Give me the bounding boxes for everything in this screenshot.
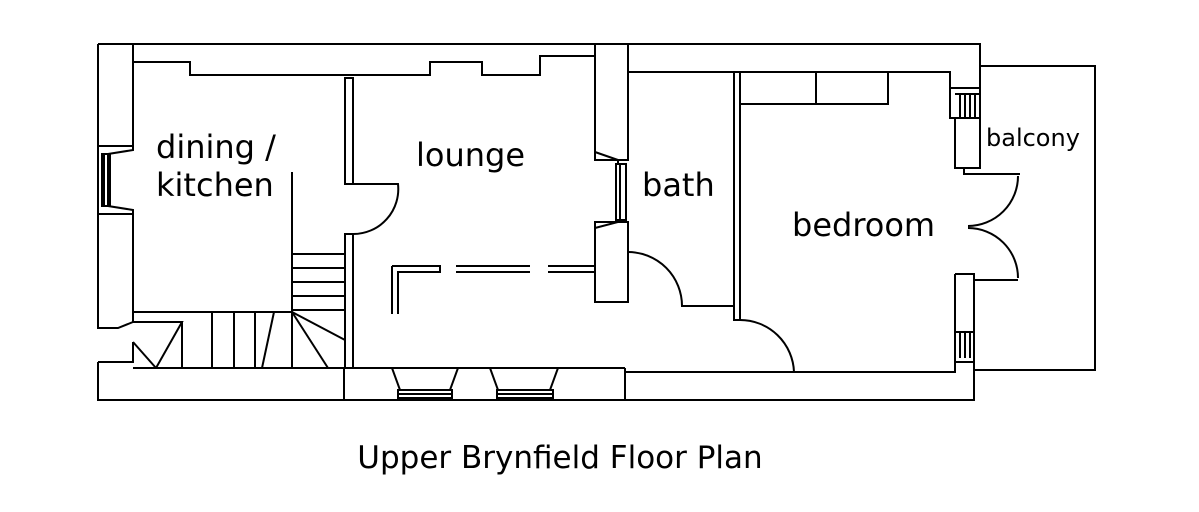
lounge-screen xyxy=(391,265,595,314)
plan-title: Upper Brynfield Floor Plan xyxy=(357,440,762,476)
bedroom-right-wall xyxy=(949,88,1020,362)
bath-bedroom-wall xyxy=(733,71,889,373)
room-label-bath: bath xyxy=(642,166,715,204)
room-label-bedroom: bedroom xyxy=(792,206,935,244)
lounge-bath-wall xyxy=(594,43,980,307)
room-label-balcony: balcony xyxy=(986,124,1080,152)
outer-walls xyxy=(97,43,981,401)
bottom-window-left xyxy=(391,367,459,399)
balcony-outline xyxy=(974,65,1096,371)
room-label-dining-kitchen-2: kitchen xyxy=(156,166,274,204)
room-label-lounge: lounge xyxy=(416,136,525,174)
dining-lounge-partition xyxy=(291,77,400,369)
left-window-upper xyxy=(98,145,134,215)
room-label-dining-kitchen-1: dining / xyxy=(156,128,276,166)
bottom-window-right xyxy=(489,367,559,399)
staircase xyxy=(132,253,346,369)
